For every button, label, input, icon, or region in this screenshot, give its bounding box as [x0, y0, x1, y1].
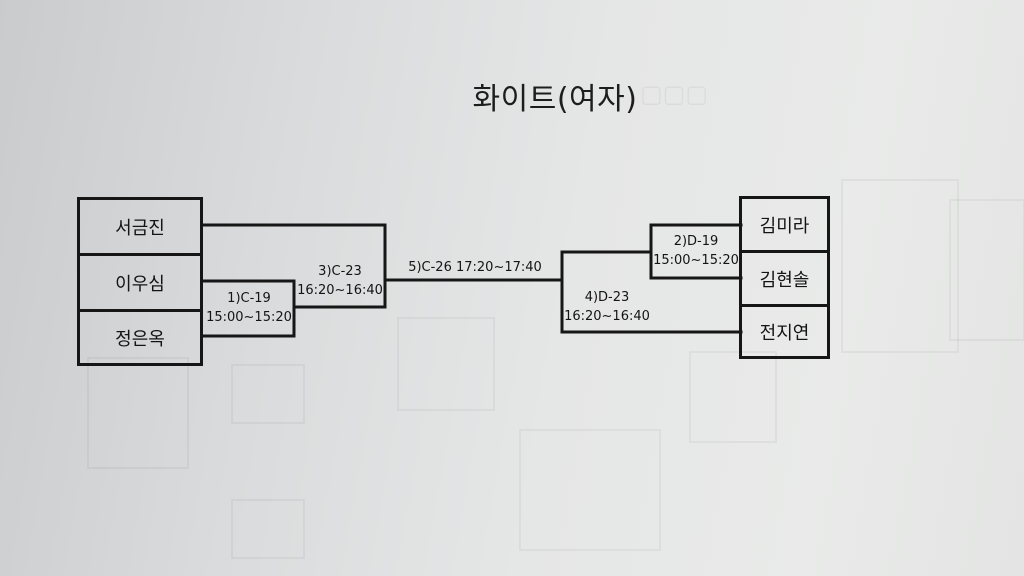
bleed-through-box: [841, 179, 959, 353]
match-code: 5)C-26: [408, 260, 452, 275]
bleed-through-box: [231, 499, 305, 559]
player-box-left-2: 이우심: [77, 253, 203, 312]
match-label-5: 5)C-26 17:20~17:40: [395, 258, 555, 277]
player-box-right-2: 김현솔: [739, 250, 830, 307]
match-code: 1)C-19: [227, 291, 271, 306]
match-label-3: 3)C-23 16:20~16:40: [296, 262, 384, 300]
match-time: 17:20~17:40: [455, 260, 542, 275]
bleed-through-box: [689, 351, 777, 443]
match-time: 15:00~15:20: [653, 253, 739, 268]
match-time: 15:00~15:20: [206, 310, 292, 325]
bleed-through-box: [519, 429, 661, 551]
player-name: 김미라: [759, 215, 810, 237]
bleed-through-box: [397, 317, 495, 411]
match-code: 4)D-23: [584, 290, 630, 305]
bleed-through-box: [87, 357, 189, 469]
bleed-through-mark: ▢▢▢: [640, 80, 709, 108]
player-name: 정은옥: [115, 328, 165, 350]
player-name: 전지연: [759, 322, 810, 344]
bleed-through-box: [949, 199, 1024, 341]
player-box-right-1: 김미라: [739, 196, 830, 253]
player-box-left-1: 서금진: [77, 197, 203, 256]
player-name: 서금진: [115, 217, 165, 239]
player-box-right-3: 전지연: [739, 304, 830, 359]
player-box-left-3: 정은옥: [77, 309, 203, 366]
match-label-1: 1)C-19 15:00~15:20: [204, 289, 294, 327]
match-code: 2)D-19: [673, 234, 719, 249]
player-name: 이우심: [115, 273, 165, 295]
match-label-4: 4)D-23 16:20~16:40: [562, 288, 652, 326]
page-title: 화이트(여자): [472, 82, 638, 117]
match-label-2: 2)D-19 15:00~15:20: [652, 232, 740, 270]
player-name: 김현솔: [759, 269, 810, 291]
bleed-through-box: [231, 364, 305, 424]
match-code: 3)C-23: [318, 264, 362, 279]
match-time: 16:20~16:40: [297, 283, 383, 298]
match-time: 16:20~16:40: [564, 309, 650, 324]
